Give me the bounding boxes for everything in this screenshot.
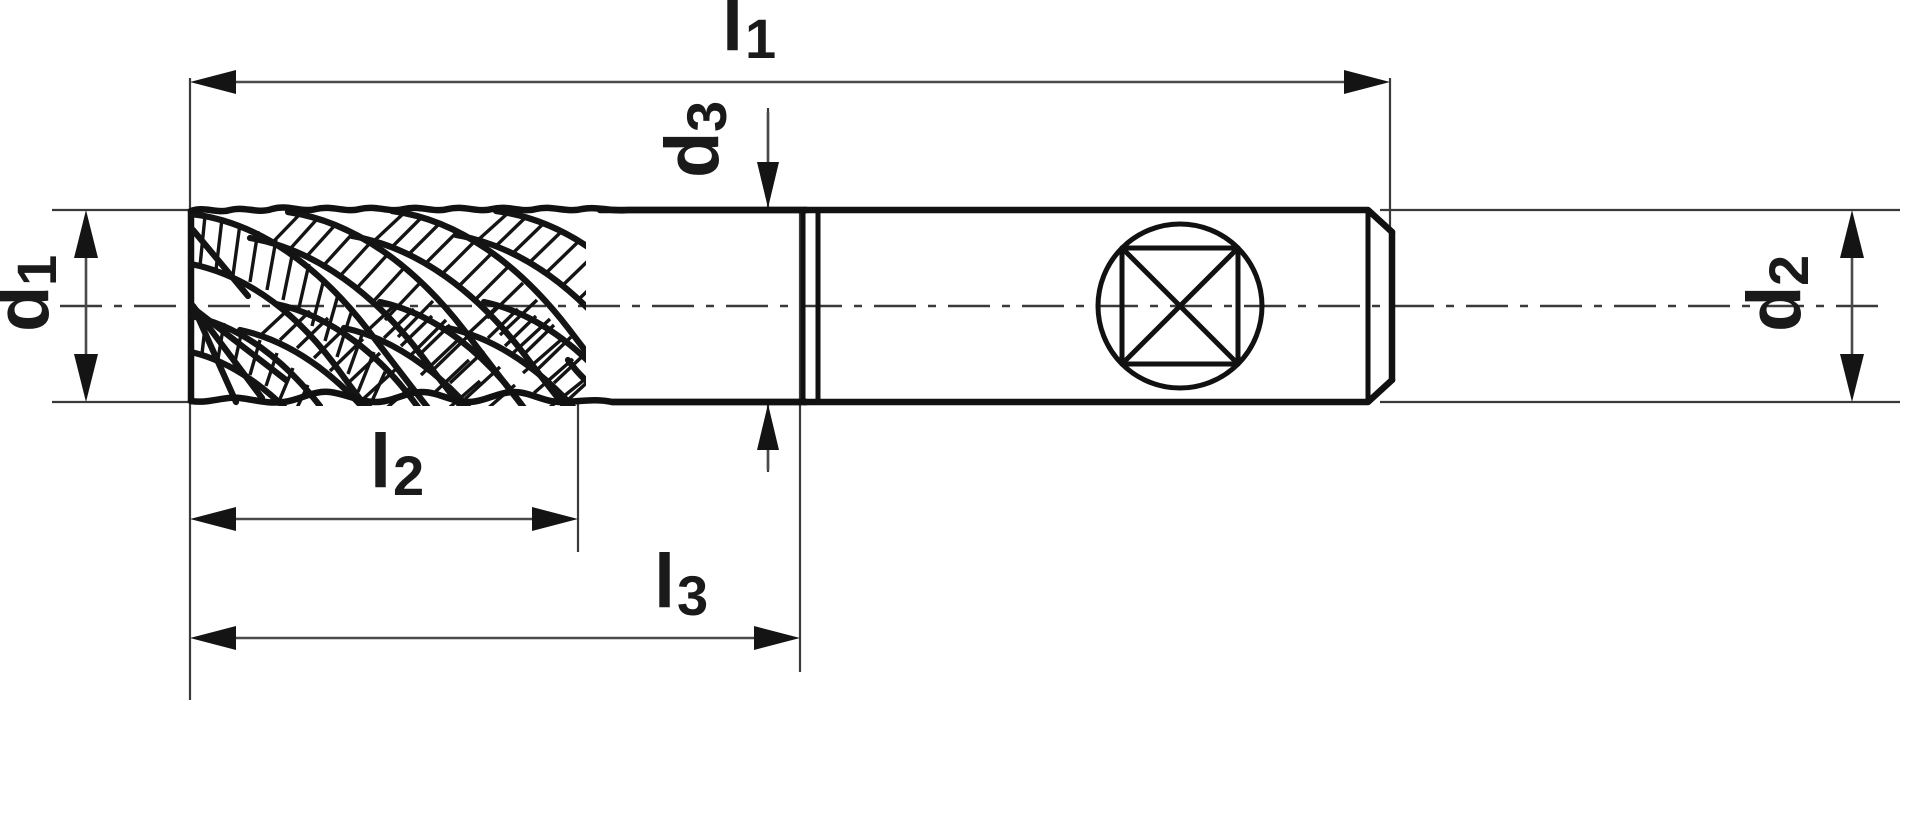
dimension-l3: l 3 bbox=[190, 539, 800, 650]
dimension-l1-label-subscript: 1 bbox=[745, 7, 776, 70]
weldon-flat-symbol bbox=[1095, 221, 1265, 391]
dimension-d1-arrow-bottom bbox=[74, 354, 98, 402]
dimension-d2-arrow-top bbox=[1840, 210, 1864, 258]
dimension-d3-label: d bbox=[650, 132, 735, 178]
dimension-d3-label-group: d 3 bbox=[650, 101, 738, 178]
dimension-d2-label-group: d 2 bbox=[1732, 255, 1820, 332]
dimension-d1-label-subscript: 1 bbox=[5, 255, 68, 286]
dimension-l2-arrow-left bbox=[190, 507, 236, 531]
dimension-d3-arrow-top bbox=[757, 162, 779, 208]
dimension-d2-arrow-bottom bbox=[1840, 354, 1864, 402]
dimension-l3-label-subscript: 3 bbox=[677, 564, 708, 627]
flute-band-4 bbox=[452, 207, 586, 385]
weldon-circle bbox=[1095, 221, 1265, 391]
dimension-d3: d 3 bbox=[650, 101, 779, 470]
neck-segment bbox=[596, 206, 810, 406]
cutting-top-silhouette bbox=[187, 204, 810, 215]
dimension-l3-label: l bbox=[654, 539, 675, 624]
flute-band-4-serrations bbox=[476, 211, 586, 303]
dimension-l1: l 1 bbox=[190, 0, 1390, 94]
flute-helix-group bbox=[187, 207, 586, 406]
dimension-l3-arrow-left bbox=[190, 626, 236, 650]
shank-bottom-outline bbox=[801, 376, 1396, 406]
dimension-d1: d 1 bbox=[0, 210, 98, 402]
dimension-l1-arrow-right bbox=[1344, 70, 1390, 94]
dimension-d2: d 2 bbox=[1732, 210, 1864, 402]
end-face-gashes bbox=[189, 226, 290, 406]
dimension-d2-label-subscript: 2 bbox=[1757, 255, 1820, 286]
shank-top-outline bbox=[801, 206, 1396, 236]
dimension-l2-label-subscript: 2 bbox=[393, 444, 424, 507]
dimension-d3-label-subscript: 3 bbox=[675, 101, 738, 132]
cutting-bottom-silhouette bbox=[187, 388, 810, 406]
dimension-d3-arrow-bottom bbox=[757, 404, 779, 450]
weldon-diagonal-2 bbox=[1119, 245, 1241, 367]
dimension-d1-label-group: d 1 bbox=[0, 255, 68, 332]
dimension-d1-arrow-top bbox=[74, 210, 98, 258]
dimension-l2-label: l bbox=[370, 419, 391, 504]
weldon-inscribed-square bbox=[1119, 245, 1241, 367]
shank-body bbox=[800, 206, 1396, 406]
dimension-l1-label: l bbox=[722, 0, 743, 67]
dimension-l2: l 2 bbox=[190, 419, 578, 531]
cutting-section bbox=[187, 204, 810, 406]
dimension-l3-arrow-right bbox=[754, 626, 800, 650]
dimension-d2-label: d bbox=[1732, 286, 1817, 332]
dimension-l1-arrow-left bbox=[190, 70, 236, 94]
dimension-d1-label: d bbox=[0, 286, 65, 332]
dimension-l2-arrow-right bbox=[532, 507, 578, 531]
